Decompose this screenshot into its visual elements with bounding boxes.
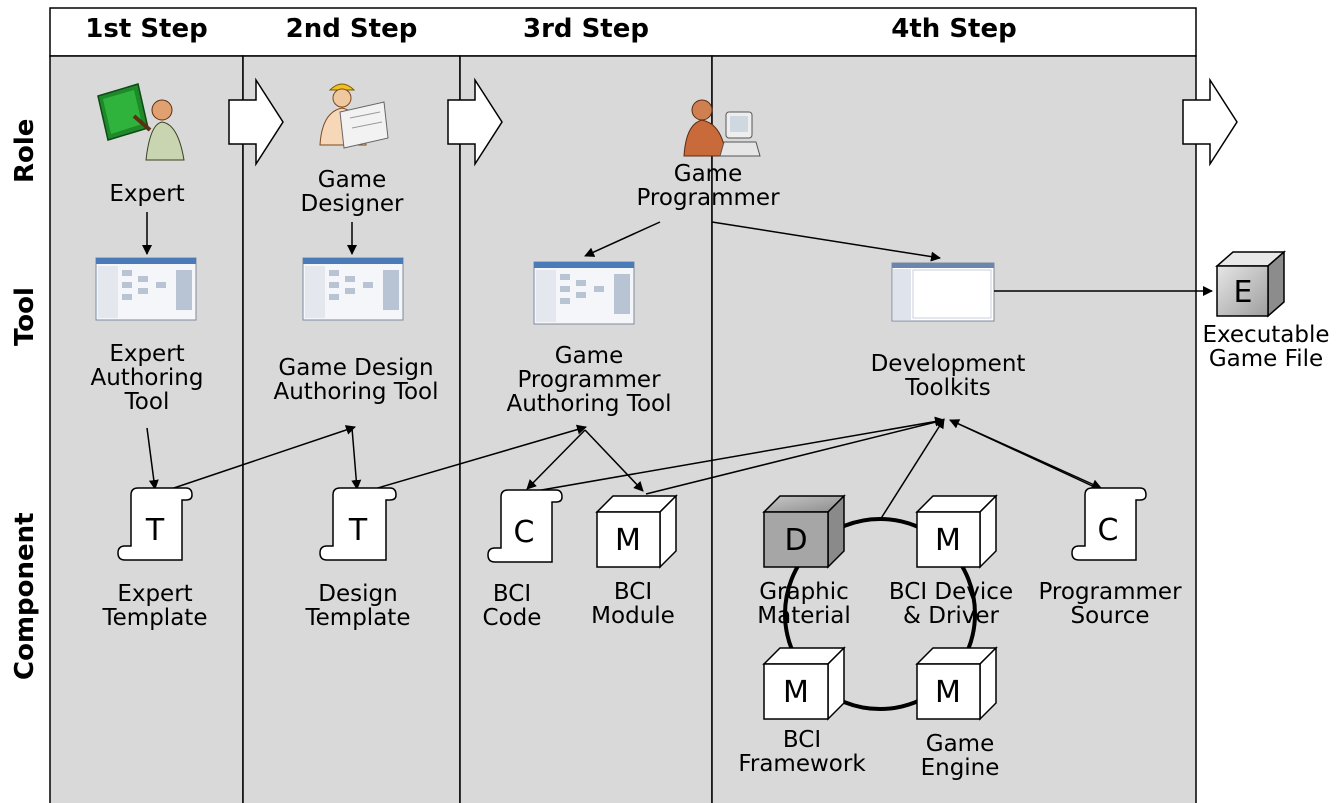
programmer-source-letter: C — [1098, 513, 1119, 548]
block-arrow-right-icon — [228, 77, 284, 167]
step-arrows — [228, 77, 1238, 167]
arrow-toolkits-to-source — [949, 419, 1102, 489]
bci-module-label: BCI Module — [591, 579, 675, 629]
graphic-material-label: Graphic Material — [757, 579, 851, 629]
flow-arrows — [142, 212, 1213, 521]
tool-window-screenshot-icon — [302, 257, 404, 321]
design-template-letter: T — [348, 513, 368, 548]
block-arrow-right-icon — [447, 77, 503, 167]
executable-game-file-label: Executable Game File — [1202, 322, 1330, 372]
arrow-tool-to-bci-code — [526, 429, 586, 490]
bci-code-label: BCI Code — [482, 581, 542, 631]
cube-icon — [595, 494, 678, 569]
tool-window-screenshot-icon — [95, 257, 197, 321]
arrow-design-tool-to-template — [351, 427, 362, 490]
tool-window-screenshot-icon — [891, 262, 995, 322]
cube-icon — [762, 646, 846, 721]
role-game-designer-label: Game Designer — [300, 167, 404, 217]
arrow-programmer-to-authoring — [584, 221, 661, 257]
scroll-document-icon — [117, 487, 193, 561]
arrow-expert-tool-to-template — [146, 427, 159, 490]
role-game-programmer-label: Game Programmer — [636, 161, 780, 211]
cube-icon — [762, 494, 846, 569]
design-template-label: Design Template — [305, 581, 411, 631]
arrow-ring-to-toolkits — [879, 418, 945, 521]
expert-template-letter: T — [145, 513, 165, 548]
component-ring — [783, 517, 977, 711]
arrow-template-to-design-tool — [161, 425, 356, 493]
programmer-source-label: Programmer Source — [1038, 579, 1182, 629]
programmer-at-computer-icon — [683, 99, 761, 157]
graphic-material-letter: D — [784, 523, 807, 558]
arrow-bci-code-to-toolkits — [529, 416, 945, 493]
cube-icon — [915, 646, 998, 721]
step-header-3: 3rd Step — [523, 14, 649, 44]
cube-icon — [1215, 250, 1286, 318]
scroll-document-icon — [319, 487, 397, 561]
presenter-icon — [97, 83, 185, 161]
role-expert-label: Expert — [109, 181, 185, 207]
block-arrow-right-icon — [1182, 77, 1238, 167]
scroll-document-icon — [1071, 487, 1147, 561]
bci-framework-letter: M — [783, 675, 809, 710]
tool-window-screenshot-icon — [533, 261, 635, 325]
row-header-component: Component — [10, 512, 40, 680]
step-header-2: 2nd Step — [285, 14, 418, 44]
arrow-bci-module-to-toolkits — [645, 419, 945, 495]
cube-icon — [915, 494, 998, 569]
scroll-document-icon — [487, 489, 563, 563]
row-header-role: Role — [10, 118, 40, 183]
arrow-programmer-to-toolkits — [711, 221, 941, 262]
tool-expert-authoring-label: Expert Authoring Tool — [90, 341, 204, 415]
bci-module-letter: M — [615, 523, 641, 558]
step-header-4: 4th Step — [891, 14, 1017, 44]
designer-with-blueprint-icon — [319, 83, 389, 149]
bci-framework-label: BCI Framework — [738, 727, 866, 777]
arrow-template-to-programmer-tool — [363, 424, 587, 493]
tool-game-design-authoring-label: Game Design Authoring Tool — [273, 355, 439, 405]
expert-template-label: Expert Template — [102, 581, 208, 631]
game-engine-letter: M — [935, 675, 961, 710]
tool-game-programmer-authoring-label: Game Programmer Authoring Tool — [506, 343, 672, 417]
arrow-tool-to-bci-module — [584, 429, 644, 492]
step-header-1: 1st Step — [85, 14, 208, 44]
bci-device-driver-letter: M — [935, 523, 961, 558]
bci-device-driver-label: BCI Device & Driver — [888, 579, 1014, 629]
row-header-tool: Tool — [10, 287, 40, 346]
executable-letter: E — [1234, 275, 1253, 310]
header-frame — [49, 7, 1197, 57]
bci-code-letter: C — [514, 515, 535, 550]
game-engine-label: Game Engine — [920, 731, 1000, 781]
tool-development-toolkits-label: Development Toolkits — [870, 351, 1026, 401]
